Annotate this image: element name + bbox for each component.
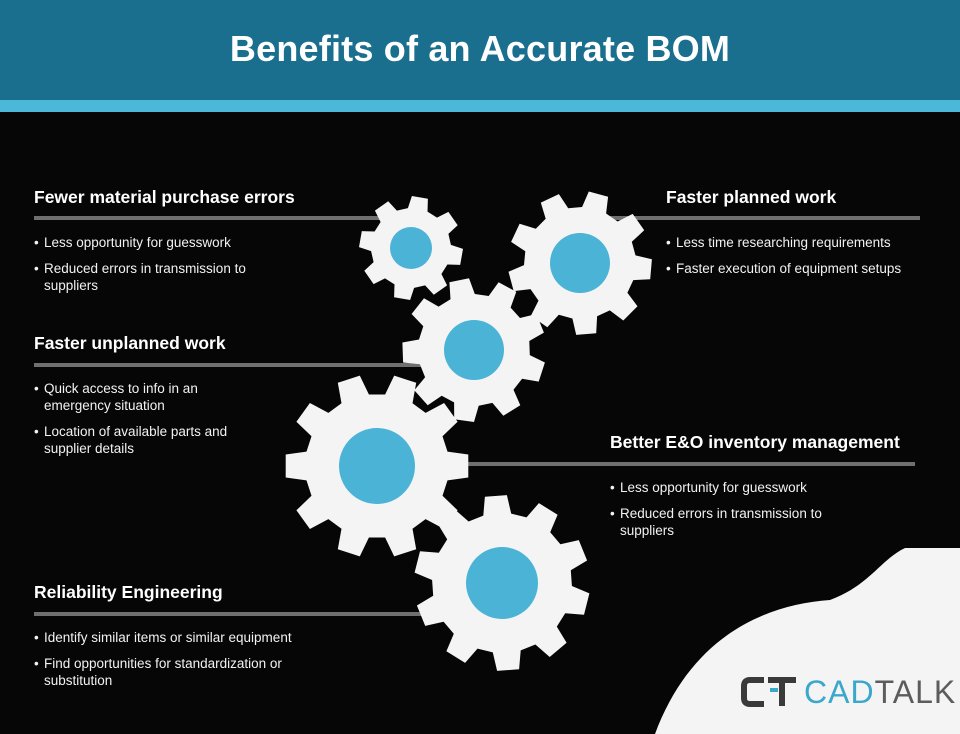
page-title: Benefits of an Accurate BOM [229, 28, 731, 69]
rule-faster-unplanned [34, 363, 434, 367]
header-stripe [0, 100, 960, 112]
section-title: Faster planned work [666, 187, 837, 207]
section-title: Better E&O inventory management [610, 432, 900, 452]
section-reliability: Reliability Engineering Identify similar… [34, 582, 364, 698]
section-title: Reliability Engineering [34, 582, 223, 602]
ct-logo-icon [741, 677, 796, 707]
section-title: Fewer material purchase errors [34, 187, 295, 207]
section-eo-inventory: Better E&O inventory management Less opp… [610, 432, 930, 548]
bullet-item: Quick access to info in an emergency sit… [34, 380, 229, 414]
bullet-item: Less opportunity for guesswork [34, 234, 259, 251]
bullet-item: Less time researching requirements [666, 234, 936, 251]
rule-eo-inventory [430, 462, 915, 466]
gear-hub [339, 428, 415, 504]
bullet-item: Find opportunities for standardization o… [34, 655, 324, 689]
bullet-item: Reduced errors in transmission to suppli… [34, 260, 259, 294]
bullet-item: Reduced errors in transmission to suppli… [610, 505, 835, 539]
section-faster-unplanned: Faster unplanned work Quick access to in… [34, 333, 364, 466]
gear-hub [550, 233, 610, 293]
bullet-item: Location of available parts and supplier… [34, 423, 229, 457]
gear-hub [466, 547, 538, 619]
bullet-item: Identify similar items or similar equipm… [34, 629, 324, 646]
gear-hub [444, 320, 504, 380]
gear-hub [390, 227, 432, 269]
rule-faster-planned [560, 216, 920, 220]
logo-cad-text: CAD [804, 674, 875, 710]
bullet-item: Faster execution of equipment setups [666, 260, 936, 277]
rule-fewer-errors [34, 216, 424, 220]
rule-reliability [34, 612, 432, 616]
cadtalk-logo: CADTALK [740, 674, 956, 710]
section-faster-planned: Faster planned work Less time researchin… [666, 187, 936, 286]
logo-talk-text: TALK [874, 674, 957, 710]
section-title: Faster unplanned work [34, 333, 226, 353]
section-fewer-errors: Fewer material purchase errors Less oppo… [34, 187, 364, 303]
bullet-item: Less opportunity for guesswork [610, 479, 835, 496]
header-bar [0, 0, 960, 100]
